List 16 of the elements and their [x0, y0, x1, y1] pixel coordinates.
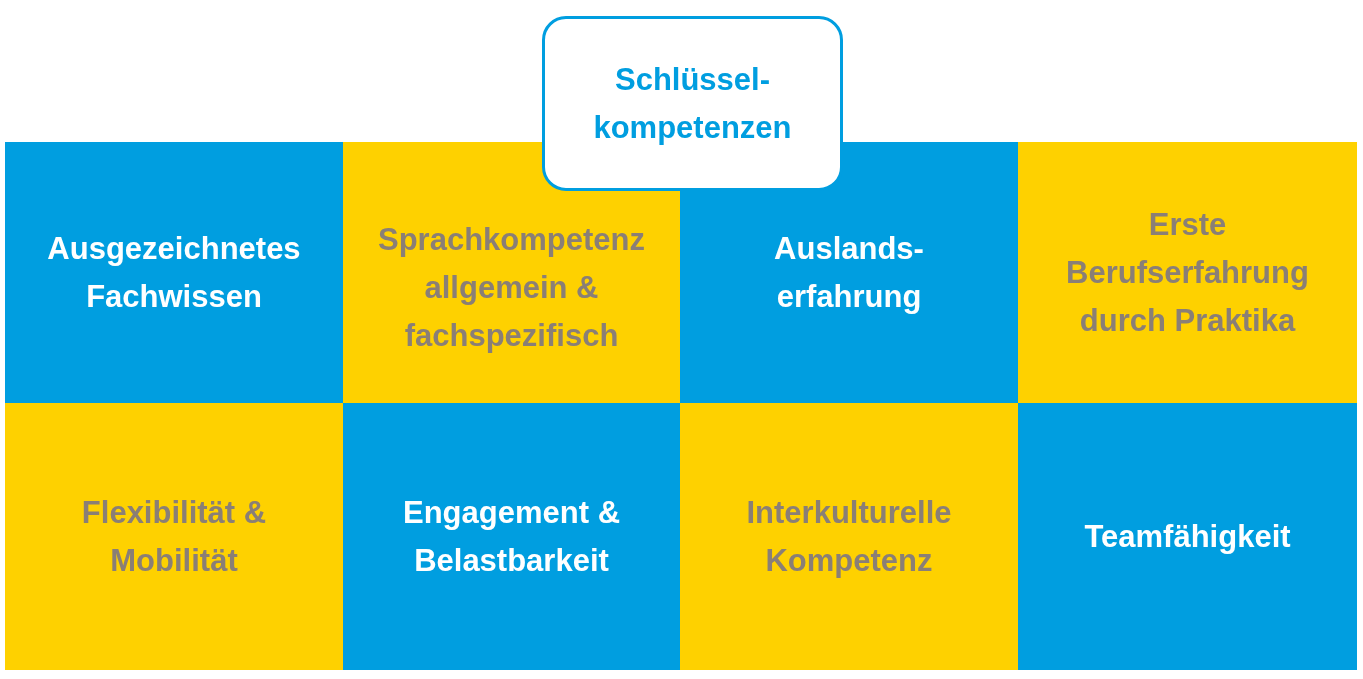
competency-label: Erste Berufserfahrung durch Praktika — [1065, 205, 1310, 340]
competency-tile — [1018, 403, 1357, 670]
competency-tile — [343, 403, 680, 670]
competency-label: Teamfähigkeit — [1084, 517, 1291, 556]
competency-label: Ausgezeichnetes Fachwissen — [46, 229, 302, 316]
competency-label: Engagement & Belastbarkeit — [402, 493, 621, 580]
competency-tile — [680, 403, 1018, 670]
competency-label: Flexibilität & Mobilität — [80, 493, 268, 580]
competency-label: Sprachkompetenz allgemein & fachspezifisch — [377, 220, 646, 355]
competency-label: Interkulturelle Kompetenz — [745, 493, 953, 580]
competency-tile — [5, 142, 343, 403]
heading-text: Schlüssel- kompetenzen — [592, 60, 793, 147]
competency-tile — [1018, 142, 1357, 403]
heading-box — [542, 16, 843, 191]
competency-label: Auslands- erfahrung — [773, 229, 925, 316]
competency-tile — [5, 403, 343, 670]
